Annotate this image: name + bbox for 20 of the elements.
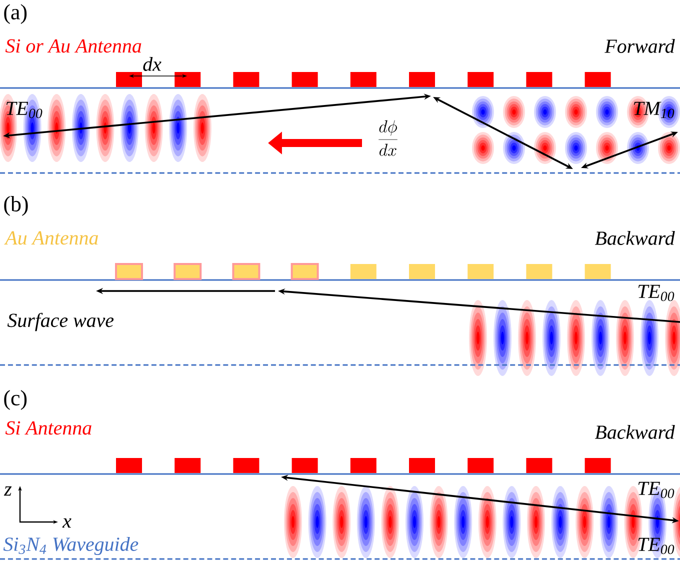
mode-label: TE$_{00}$	[638, 482, 674, 498]
mode-label: TE$_{00}$	[638, 284, 674, 302]
period-label: dx	[143, 56, 162, 71]
mode-label: TM$_{10}$	[634, 102, 674, 118]
material-label: Si$_{3}$N$_{4}$ Waveguide	[3, 536, 138, 556]
material-label: Si or Au Antenna	[5, 39, 142, 53]
direction-label: Backward	[594, 230, 675, 245]
phase-gradient-label: $\frac{d\phi}{dx}$	[378, 120, 398, 156]
material-label: Si Antenna	[5, 421, 92, 435]
mode-label: TE$_{00}$	[6, 102, 42, 118]
panel-label: (b)	[4, 196, 28, 216]
direction-label: Forward	[604, 38, 675, 53]
panel-label: (a)	[4, 4, 27, 24]
panel-label: (c)	[4, 390, 27, 410]
axis-label: z	[4, 486, 12, 496]
material-label: Au Antenna	[4, 231, 98, 245]
axis-label: x	[62, 518, 72, 528]
mode-label: TE$_{00}$	[638, 538, 674, 554]
direction-label: Backward	[594, 424, 675, 439]
wave-label: Surface wave	[7, 312, 114, 332]
